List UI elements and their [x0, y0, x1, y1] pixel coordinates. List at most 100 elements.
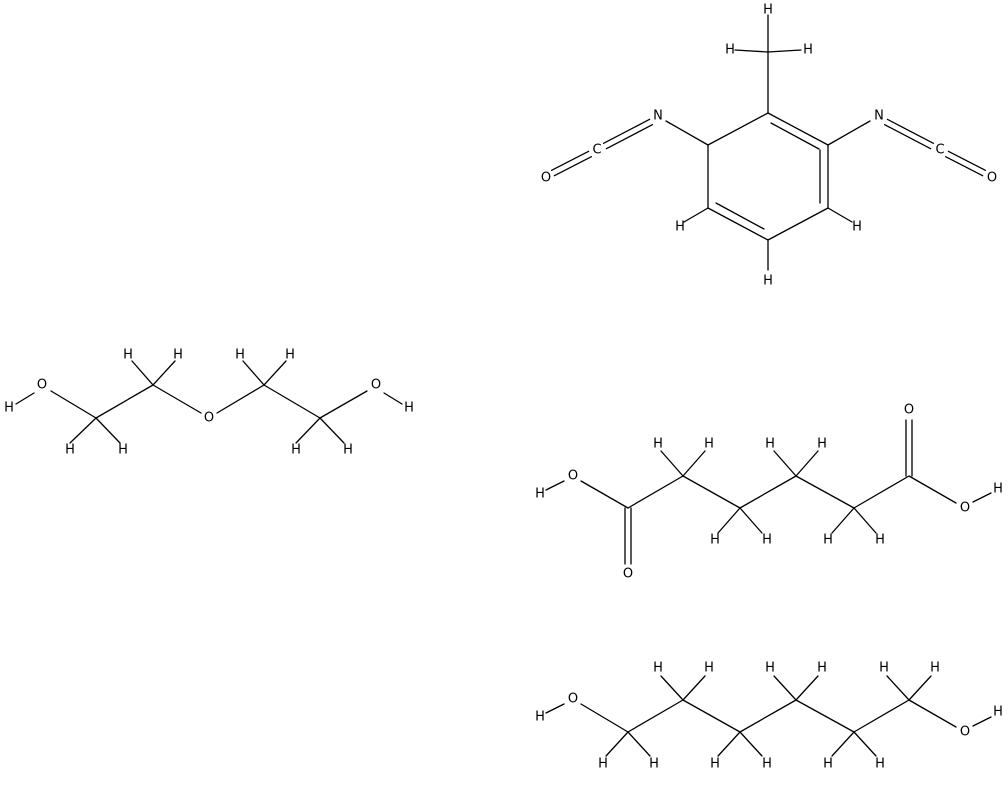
atom-label: H [653, 661, 663, 676]
bond [715, 202, 765, 230]
bond [605, 731, 629, 757]
atom-label: H [823, 757, 833, 772]
bond [944, 156, 984, 177]
bond [263, 360, 287, 386]
bond [853, 731, 877, 757]
atom-label: H [817, 661, 827, 676]
bond [795, 675, 819, 701]
atom-label: H [817, 437, 827, 452]
bond [660, 450, 684, 477]
atom-label: H [653, 437, 663, 452]
bond [605, 124, 654, 150]
bond [152, 360, 176, 386]
atom-label: O [960, 725, 970, 740]
bond [908, 475, 957, 504]
bond [853, 507, 877, 534]
atom-label: H [343, 443, 353, 458]
bond [947, 150, 987, 171]
atom-label: O [204, 411, 214, 426]
atom-label: O [541, 171, 551, 186]
atom-label: H [875, 757, 885, 772]
atom-label: H [879, 661, 889, 676]
bond [682, 675, 706, 701]
atom-label: H [765, 661, 775, 676]
bond [580, 703, 629, 733]
atom-label: O [37, 378, 47, 393]
bond [853, 699, 910, 733]
atom-label: H [993, 705, 1003, 720]
bond [770, 122, 820, 150]
bond [831, 731, 855, 757]
atom-label: H [704, 437, 714, 452]
atom-label: H [675, 220, 685, 235]
bond [767, 207, 829, 241]
bond [908, 675, 932, 701]
bond [853, 475, 910, 509]
atom-label: H [725, 43, 735, 58]
bond [739, 699, 797, 733]
atom-label: N [653, 109, 663, 124]
atom-label: H [762, 533, 772, 548]
bond [707, 112, 769, 146]
atom-label: H [993, 482, 1003, 497]
atom-label: H [235, 348, 245, 363]
bond [319, 417, 345, 444]
bond [627, 699, 684, 733]
bond [682, 699, 741, 733]
bond [660, 675, 684, 701]
atom-label: H [291, 443, 301, 458]
bond [795, 450, 819, 477]
bond [739, 475, 797, 509]
atom-label: H [285, 348, 295, 363]
bond [627, 475, 684, 509]
bond [739, 507, 763, 534]
bond [682, 450, 706, 477]
atom-label: O [960, 501, 970, 516]
atom-label: H [704, 661, 714, 676]
atom-label: O [623, 567, 633, 582]
bond [767, 49, 802, 53]
atom-label: H [710, 757, 720, 772]
atom-label: H [649, 757, 659, 772]
atom-label: H [823, 533, 833, 548]
bond [580, 480, 629, 509]
bond [827, 207, 853, 223]
bond [50, 390, 97, 419]
bond [972, 492, 992, 503]
bond [242, 360, 265, 386]
bond [886, 675, 910, 701]
atom-label: H [598, 757, 608, 772]
bond [886, 118, 935, 144]
bond [665, 120, 709, 146]
atom-label: H [710, 533, 720, 548]
bond [545, 703, 565, 714]
bond [295, 417, 321, 444]
bond [545, 480, 565, 491]
bond [972, 716, 992, 727]
bond [734, 49, 769, 53]
bond [602, 118, 651, 144]
atom-label: H [763, 274, 773, 289]
atom-label: H [765, 437, 775, 452]
atom-label: H [123, 348, 133, 363]
bond [682, 475, 741, 509]
bond [553, 156, 593, 177]
bond [95, 417, 121, 444]
atom-label: O [987, 171, 997, 186]
atom-label: H [404, 401, 414, 416]
atom-label: H [173, 348, 183, 363]
bond [95, 384, 154, 419]
atom-label: H [535, 710, 545, 725]
bond [795, 475, 855, 509]
bond [216, 384, 265, 414]
atom-label: H [535, 487, 545, 502]
bond [773, 675, 797, 701]
bond [831, 507, 855, 534]
atom-label: H [930, 661, 940, 676]
bond [131, 360, 154, 386]
atom-label: H [65, 443, 75, 458]
